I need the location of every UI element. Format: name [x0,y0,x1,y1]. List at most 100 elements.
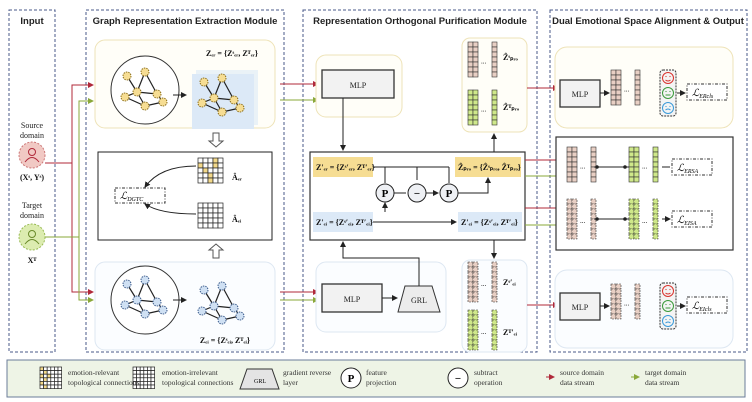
ersa-loss: ℒERSA [677,163,699,175]
a-er-matrix [197,157,224,184]
ei-classifier-panel [554,269,734,349]
legend-grl-text: layer [283,378,298,387]
purify-module-frame [302,9,538,353]
graph-node [229,95,239,105]
ei-cls-loss: ℒEIcls [692,301,712,313]
graph-title: Graph Representation Extraction Module [93,16,278,27]
legend-grl-text: gradient reverse [283,368,332,377]
svg-text:P: P [382,188,389,200]
z-ei-prime-left-label: Z′ₑᵢ = {Zˢ′ₑᵢ, Zᵀ′ₑᵢ} [316,218,373,227]
neutral-face-icon [662,300,674,312]
svg-text:P: P [348,373,355,385]
source-label-1: Source [21,121,44,130]
graph-node [158,97,168,107]
graph-node [209,93,219,103]
dgtc-loss: ℒDGTC [120,191,144,203]
happy-face-icon [662,72,674,84]
graph-node [235,311,245,321]
grl-icon [239,368,280,390]
alignment-panel [555,136,734,251]
er-classifier-panel [554,46,734,129]
svg-text:−: − [455,373,461,385]
a-er-label: Âₑᵣ [232,172,242,182]
z-er-prime-label: Z′ₑᵣ = {Zˢ′ₑᵣ, Zᵀ′ₑᵣ} [316,163,375,172]
subtract-icon [447,367,469,389]
graph-node [197,98,207,108]
legend-projection-text: feature [366,368,387,377]
legend-irrelevant-matrix-text: topological connections [162,378,234,387]
svg-text:...: ... [481,58,487,66]
irrelevant-matrix-icon [132,366,155,389]
graph-node [132,87,142,97]
align-mlp-top [559,79,601,108]
graph-node [152,297,162,307]
graph-node [132,295,142,305]
z-pro-s-label: Ẑˢₚᵣₒ [503,52,519,62]
target-label-1: Target [22,201,43,210]
target-stream-bottom [78,237,94,303]
svg-text:...: ... [481,328,487,336]
svg-text:MLP: MLP [344,295,361,304]
source-data-label: (Xˢ, Yˢ) [20,173,44,182]
purify-title: Representation Orthogonal Purification M… [313,16,527,27]
svg-text:P: P [446,188,453,200]
svg-text:GRL: GRL [411,296,427,305]
target-label-2: domain [20,211,44,220]
graph-node [197,306,207,316]
legend-subtract-text: subtract [474,368,499,377]
source-label-2: domain [20,131,44,140]
legend-source-arrow-text: data stream [560,378,595,387]
brain-er-icon [110,55,180,125]
ei-cls-loss-box [686,296,728,314]
legend [6,359,746,398]
legend-target-arrow-text: data stream [645,378,680,387]
legend-subtract-text: operation [474,378,503,387]
input-module-frame [8,9,56,353]
svg-text:...: ... [580,163,586,171]
graph-node [217,315,227,325]
z-ei-prime-right-label: Z′ₑᵢ = {Zˢ′ₑᵢ, Zᵀ′ₑᵢ} [461,218,518,227]
graph-node [229,303,239,313]
input-title: Input [20,16,44,27]
graph-node [120,92,130,102]
neutral-face-icon [662,87,674,99]
z-ei-t-label: Zᵀ′ₑᵢ [503,328,518,337]
eisa-loss: ℒEISA [677,215,697,227]
z-ei-s-label: Zˢ′ₑᵢ [503,278,516,287]
graph-node [120,300,130,310]
graph-node [158,305,168,315]
graph-node [217,107,227,117]
z-er-label: Zₑᵣ = {Zˢₑᵣ, Zᵀₑᵣ} [206,49,258,58]
er-cls-loss: ℒERcls [692,88,714,100]
svg-text:...: ... [642,163,648,171]
svg-text:MLP: MLP [572,90,589,99]
source-stream-top [45,82,94,164]
legend-target-arrow-text: target domain [645,368,687,377]
graph-node [122,71,132,81]
er-cls-loss-box [686,83,728,101]
graph-node [235,103,245,113]
dgtc-loss-box [114,187,166,204]
legend-relevant-matrix-text: topological connections [68,378,140,387]
graph-node [217,281,227,291]
svg-text:MLP: MLP [572,303,589,312]
graph-node [217,73,227,83]
sad-face-icon [662,315,674,327]
svg-text:MLP: MLP [350,81,367,90]
graph-node [122,279,132,289]
z-pro-t-label: Ẑᵀₚᵣₒ [503,102,520,112]
align-mlp-bottom [559,292,601,321]
graph-node [152,89,162,99]
target-data-label: Xᵀ [28,256,38,265]
svg-text:...: ... [624,300,630,308]
happy-face-icon [662,285,674,297]
align-title: Dual Emotional Space Alignment & Output [552,16,745,27]
svg-text:−: − [414,188,420,200]
grl-block [397,285,441,313]
legend-irrelevant-matrix-text: emotion-irrelevant [162,368,219,377]
a-ei-label: Âₑᵢ [232,214,242,224]
align-module-frame [549,9,748,353]
source-stream-bottom [71,163,94,295]
z-pro-label: Ẑₚᵣₒ = {Ẑˢₚᵣₒ, Ẑᵀₚᵣₒ} [458,162,521,172]
